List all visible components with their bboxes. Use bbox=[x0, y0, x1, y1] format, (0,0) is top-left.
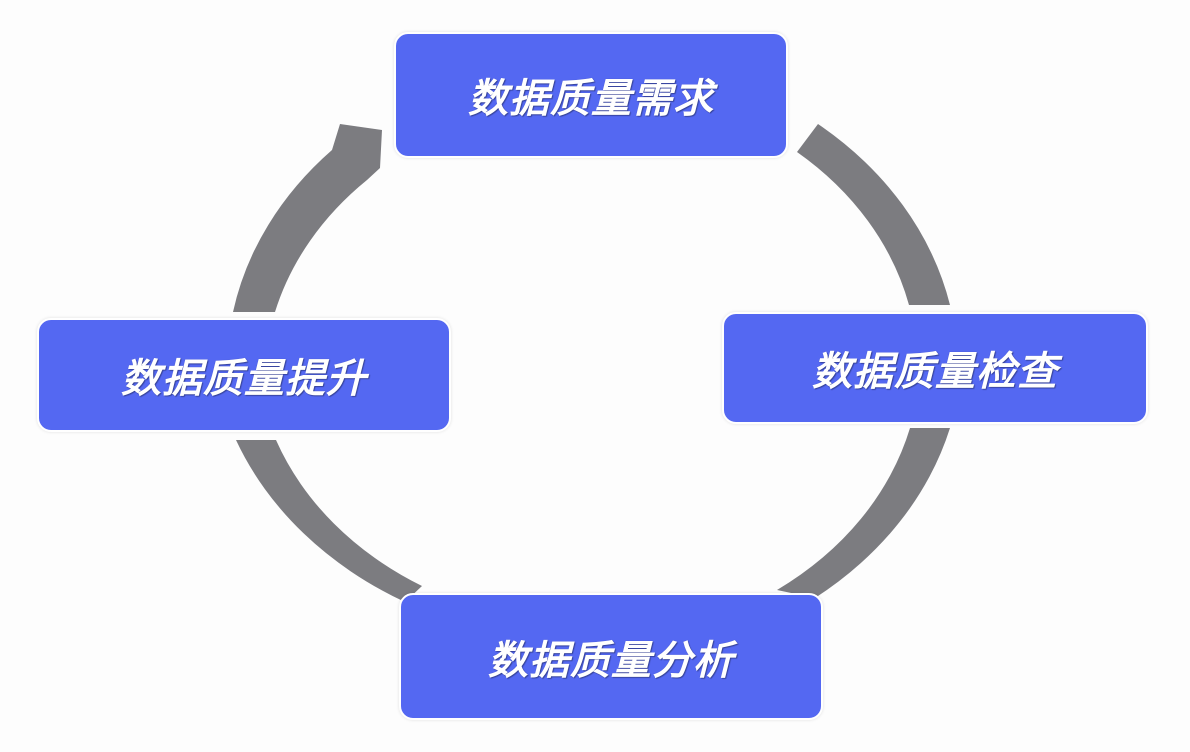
node-label: 数据质量提升 bbox=[121, 356, 367, 402]
arrow-requirement-to-check bbox=[797, 124, 950, 305]
arrow-analysis-to-improve bbox=[236, 440, 422, 602]
node-label: 数据质量需求 bbox=[468, 76, 714, 122]
node-data-quality-requirement: 数据质量需求 bbox=[394, 32, 788, 158]
node-data-quality-improvement: 数据质量提升 bbox=[37, 318, 451, 432]
arrow-check-to-analysis bbox=[777, 428, 950, 598]
node-data-quality-check: 数据质量检查 bbox=[722, 312, 1148, 424]
arrow-improve-to-requirement bbox=[233, 124, 382, 312]
node-label: 数据质量分析 bbox=[488, 637, 734, 684]
node-data-quality-analysis: 数据质量分析 bbox=[399, 593, 823, 720]
node-label: 数据质量检查 bbox=[812, 349, 1058, 395]
